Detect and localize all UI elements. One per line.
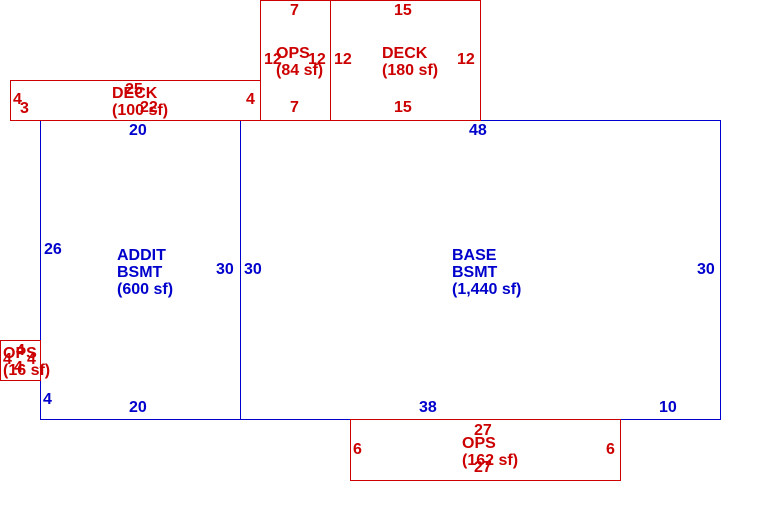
ops-left-area: (16 sf) bbox=[3, 362, 51, 379]
dim-ops-top-top: 7 bbox=[290, 2, 299, 19]
deck-top-label: DECK (180 sf) bbox=[382, 45, 438, 79]
dim-ops-bottom-bottom: 27 bbox=[474, 459, 492, 476]
dim-addit-right: 30 bbox=[216, 261, 234, 278]
deck-top-name: DECK bbox=[382, 45, 428, 62]
ops-top-label: OPS (84 sf) bbox=[276, 45, 323, 79]
base-area: (1,440 sf) bbox=[452, 281, 522, 298]
dim-addit-top: 20 bbox=[129, 122, 147, 139]
dim-ops-left-top: 4 bbox=[16, 342, 25, 359]
base-name2: BSMT bbox=[452, 264, 498, 281]
deck-left-outline bbox=[10, 80, 261, 121]
dim-base-top: 48 bbox=[469, 122, 487, 139]
ops-bottom-label: OPS (162 sf) bbox=[462, 435, 518, 469]
ops-left-outline bbox=[0, 340, 41, 381]
base-bsmt-label: BASE BSMT (1,440 sf) bbox=[452, 247, 521, 298]
dim-ops-bottom-right: 6 bbox=[606, 441, 615, 458]
deck-left-label: DECK (100 sf) bbox=[112, 85, 168, 119]
ops-top-area: (84 sf) bbox=[276, 62, 324, 79]
dim-deck-top-left: 12 bbox=[334, 51, 352, 68]
dim-ops-bottom-left: 6 bbox=[353, 441, 362, 458]
dim-ops-top-left: 12 bbox=[264, 51, 282, 68]
ops-left-name: OPS bbox=[3, 345, 37, 362]
ops-bottom-name: OPS bbox=[462, 435, 496, 452]
dim-deck-top-top: 15 bbox=[394, 2, 412, 19]
dim-deck-left-right: 4 bbox=[246, 91, 255, 108]
base-name1: BASE bbox=[452, 247, 497, 264]
dim-ops-left-right: 4 bbox=[27, 351, 36, 368]
addit-bsmt-label: ADDIT BSMT (600 sf) bbox=[117, 247, 173, 298]
dim-ops-top-right: 12 bbox=[308, 51, 326, 68]
addit-name2: BSMT bbox=[117, 264, 163, 281]
dim-deck-left-left-a: 4 bbox=[13, 91, 22, 108]
dim-base-left: 30 bbox=[244, 261, 262, 278]
dim-ops-left-left: 4 bbox=[3, 351, 12, 368]
dim-base-bottom-a: 38 bbox=[419, 399, 437, 416]
dim-base-bottom-b: 10 bbox=[659, 399, 677, 416]
deck-top-outline bbox=[330, 0, 481, 121]
dim-addit-bottom: 20 bbox=[129, 399, 147, 416]
dim-deck-left-top: 25 bbox=[125, 81, 143, 98]
addit-area: (600 sf) bbox=[117, 281, 174, 298]
dim-ops-bottom-top: 27 bbox=[474, 422, 492, 439]
ops-bottom-area: (162 sf) bbox=[462, 452, 519, 469]
ops-left-label: OPS (16 sf) bbox=[3, 345, 50, 379]
addit-name1: ADDIT bbox=[117, 247, 166, 264]
dim-deck-left-left-b: 3 bbox=[20, 100, 29, 117]
dim-deck-top-right: 12 bbox=[457, 51, 475, 68]
dim-base-right: 30 bbox=[697, 261, 715, 278]
dim-addit-left: 26 bbox=[44, 241, 62, 258]
deck-left-area: (100 sf) bbox=[112, 102, 169, 119]
ops-top-name: OPS bbox=[276, 45, 310, 62]
dim-addit-left-small: 4 bbox=[43, 391, 52, 408]
dim-ops-left-bottom: 4 bbox=[14, 359, 23, 376]
dim-deck-top-bottom: 15 bbox=[394, 99, 412, 116]
deck-left-name: DECK bbox=[112, 85, 158, 102]
dim-deck-left-bottom: 22 bbox=[140, 99, 158, 116]
dim-ops-top-bottom: 7 bbox=[290, 99, 299, 116]
ops-bottom-outline bbox=[350, 419, 621, 481]
deck-top-area: (180 sf) bbox=[382, 62, 439, 79]
